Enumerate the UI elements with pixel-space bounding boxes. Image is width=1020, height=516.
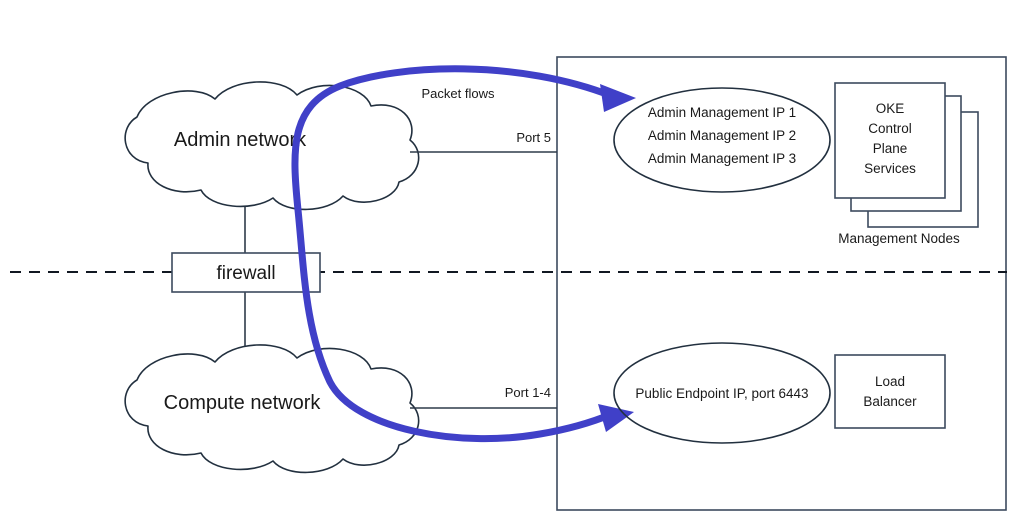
load-balancer-box bbox=[834, 354, 946, 429]
firewall-label: firewall bbox=[216, 263, 275, 284]
firewall-node: firewall bbox=[171, 252, 321, 293]
port-5-connector: Port 5 bbox=[410, 130, 557, 153]
oke-control-plane-line-2: Control bbox=[868, 121, 912, 136]
port-1-4-connector: Port 1-4 bbox=[410, 385, 557, 409]
admin-management-ip-endpoint: Admin Management IP 1 Admin Management I… bbox=[613, 87, 831, 193]
packet-flow-arrowhead-top bbox=[600, 84, 636, 112]
oke-control-plane-line-1: OKE bbox=[876, 101, 905, 116]
public-endpoint-node: Public Endpoint IP, port 6443 bbox=[613, 342, 831, 444]
admin-management-ip-line-2: Admin Management IP 2 bbox=[648, 128, 796, 143]
public-endpoint-ellipse bbox=[613, 342, 831, 444]
load-balancer-line-1: Load bbox=[875, 374, 905, 389]
packet-flow-curve bbox=[291, 65, 616, 443]
packet-flows-label: Packet flows bbox=[422, 86, 495, 101]
firewall-box bbox=[171, 252, 321, 293]
compute-network-cloud-shape bbox=[124, 344, 420, 474]
admin-management-ip-line-3: Admin Management IP 3 bbox=[648, 151, 796, 166]
management-node-box-front bbox=[834, 82, 946, 199]
oke-control-plane-line-4: Services bbox=[864, 161, 916, 176]
admin-network-cloud: Admin network bbox=[124, 81, 420, 211]
admin-management-ip-line-1: Admin Management IP 1 bbox=[648, 105, 796, 120]
port-1-4-label: Port 1-4 bbox=[505, 385, 551, 400]
packet-flow-path: Packet flows bbox=[291, 65, 636, 443]
public-endpoint-label: Public Endpoint IP, port 6443 bbox=[635, 386, 808, 401]
admin-management-ip-ellipse bbox=[613, 87, 831, 193]
management-nodes-caption: Management Nodes bbox=[838, 231, 960, 246]
port-5-label: Port 5 bbox=[516, 130, 551, 145]
compute-network-cloud: Compute network bbox=[124, 344, 420, 474]
load-balancer-line-2: Balancer bbox=[863, 394, 917, 409]
compute-network-label: Compute network bbox=[164, 392, 322, 414]
admin-network-label: Admin network bbox=[174, 129, 307, 151]
oke-control-plane-stack: OKE Control Plane Services Management No… bbox=[834, 82, 979, 246]
system-boundary-rectangle bbox=[556, 56, 1007, 511]
oke-control-plane-line-3: Plane bbox=[873, 141, 908, 156]
packet-flow-arrowhead-bottom bbox=[598, 404, 634, 432]
admin-network-cloud-shape bbox=[124, 81, 420, 211]
load-balancer-node: Load Balancer bbox=[834, 354, 946, 429]
